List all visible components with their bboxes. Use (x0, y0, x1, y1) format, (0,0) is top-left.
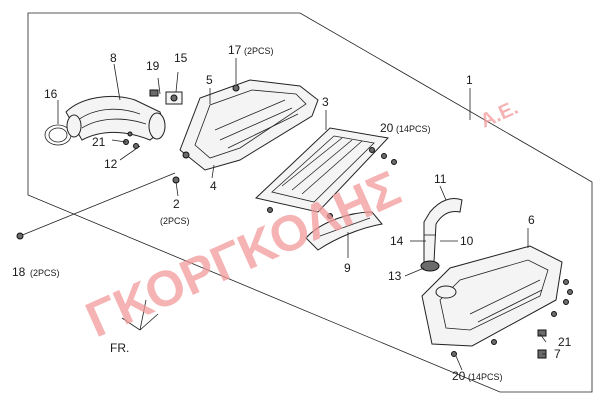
label-7: 7 (554, 347, 561, 361)
label-20-upper-qty: (14PCS) (396, 124, 431, 134)
label-3: 3 (322, 95, 329, 109)
label-13: 13 (388, 269, 402, 283)
assembly-outline (27, 12, 593, 393)
label-6: 6 (528, 213, 535, 227)
label-17-qty: (2PCS) (244, 46, 274, 56)
duct-part (305, 211, 383, 251)
label-8: 8 (110, 51, 117, 65)
label-1: 1 (466, 73, 473, 87)
tube-part (420, 198, 463, 272)
label-20-upper: 20 (380, 121, 394, 135)
intake-duct-part (65, 95, 166, 141)
leader-18 (19, 172, 176, 237)
label-9: 9 (344, 261, 351, 275)
watermark-text: ΓΚΟΡΓΚΟΛΗΣ (78, 160, 409, 348)
label-21-lower: 21 (558, 335, 572, 349)
label-2: 2 (173, 197, 180, 211)
label-14: 14 (390, 234, 404, 248)
label-17: 17 (228, 43, 242, 57)
label-12: 12 (104, 157, 118, 171)
label-21-upper: 21 (92, 135, 106, 149)
case-cover-part (179, 79, 319, 171)
label-4: 4 (210, 179, 217, 193)
case-part (421, 245, 573, 359)
filter-element-part (254, 127, 390, 213)
label-11: 11 (434, 172, 447, 186)
label-5: 5 (206, 73, 213, 87)
label-10: 10 (460, 234, 474, 248)
label-18: 18 (12, 265, 26, 279)
label-18-qty: (2PCS) (30, 268, 60, 278)
label-20-lower: 20 (452, 369, 466, 383)
label-19: 19 (146, 59, 160, 73)
screws-upper (267, 147, 397, 219)
sensor-part (149, 71, 183, 105)
leader-lines (57, 58, 547, 371)
watermark-suffix: Α.Ε. (477, 97, 521, 133)
front-direction-icon (121, 299, 159, 331)
label-2-qty: (2PCS) (160, 216, 190, 226)
label-15: 15 (174, 51, 188, 65)
direction-label: FR. (110, 341, 129, 355)
label-16: 16 (44, 87, 58, 101)
label-20-lower-qty: (14PCS) (468, 372, 503, 382)
